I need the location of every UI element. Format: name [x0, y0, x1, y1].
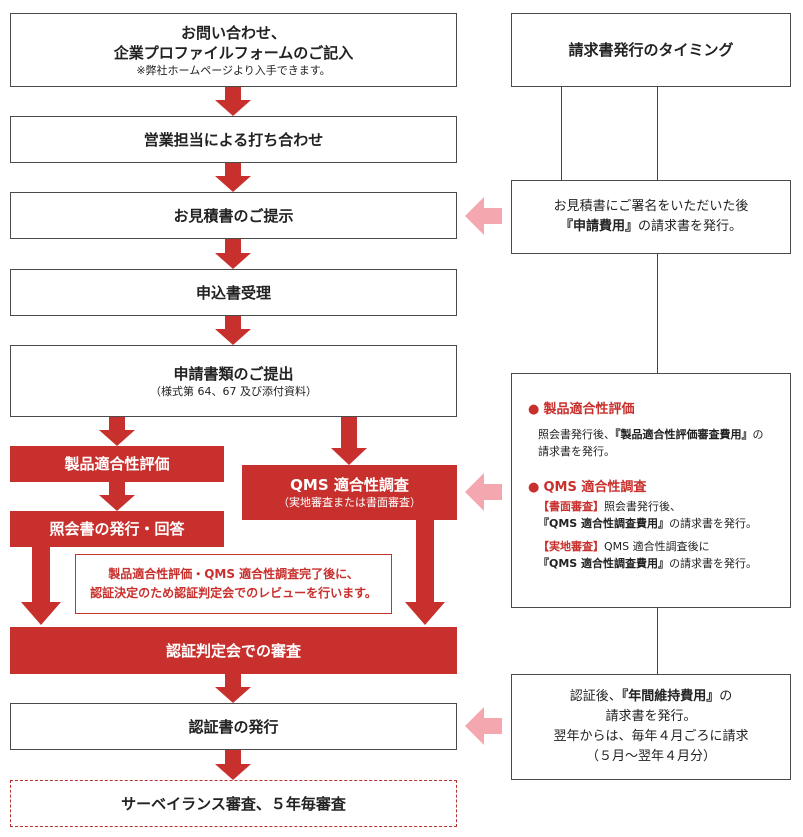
- qms-box: QMS 適合性調査 （実地審査または書面審査）: [242, 465, 457, 520]
- billing-qms-heading: ● QMS 適合性調査: [528, 478, 790, 498]
- surveillance-box: サーベイランス審査、５年毎審査: [10, 780, 457, 827]
- billing-site-line2: の請求書を発行。: [669, 557, 758, 570]
- inquiry-note: ※弊社ホームページより入手できます。: [136, 63, 331, 77]
- billing-connector: [657, 86, 658, 180]
- committee-box: 認証判定会での審査: [10, 627, 457, 674]
- product-eval-box: 製品適合性評価: [10, 446, 224, 482]
- billing-doc-line1: 照会書発行後、: [604, 500, 681, 513]
- down-arrow-icon: [99, 482, 135, 511]
- billing-cert-box: 認証後、『年間維持費用』の 請求書を発行。 翌年からは、毎年４月ごろに請求 （５…: [511, 674, 791, 780]
- left-arrow-icon: [465, 197, 502, 235]
- application-label: 申込書受理: [195, 283, 271, 302]
- billing-doc-text: 【書面審査】照会書発行後、 『QMS 適合性調査費用』の請求書を発行。: [528, 498, 790, 532]
- meeting-box: 営業担当による打ち合わせ: [10, 116, 457, 163]
- inquiry-line1: お問い合わせ、: [180, 23, 286, 42]
- down-arrow-icon: [99, 417, 135, 446]
- down-arrow-icon: [331, 417, 367, 465]
- billing-doc-label: 【書面審査】: [538, 500, 604, 513]
- down-arrow-icon: [405, 520, 445, 625]
- billing-product-line2: 請求書を発行。: [538, 445, 615, 458]
- inquiry-line2: 企業プロファイルフォームのご記入: [113, 43, 354, 62]
- billing-site-label: 【実地審査】: [538, 540, 604, 553]
- qms-note: （実地審査または書面審査）: [278, 496, 421, 509]
- billing-connector: [561, 86, 562, 180]
- billing-connector: [657, 607, 658, 674]
- billing-product-title: 製品適合性評価: [543, 402, 635, 417]
- inquiry-letter-label: 照会書の発行・回答: [49, 520, 185, 538]
- billing-quote-line1: お見積書にご署名をいただいた後: [553, 199, 749, 214]
- billing-cert-line4: （５月～翌年４月分）: [585, 749, 716, 764]
- review-note-line1: 製品適合性評価・QMS 適合性調査完了後に、: [108, 567, 359, 581]
- documents-note: （様式第 64、67 及び添付資料）: [150, 384, 317, 398]
- billing-doc-line2: の請求書を発行。: [669, 517, 758, 530]
- product-eval-label: 製品適合性評価: [64, 455, 170, 473]
- billing-cert-line1: 認証後、『年間維持費用』の: [570, 687, 733, 707]
- billing-site-fee: 『QMS 適合性調査費用』: [538, 557, 670, 570]
- application-box: 申込書受理: [10, 269, 457, 316]
- billing-connector: [657, 253, 658, 373]
- certificate-box: 認証書の発行: [10, 703, 457, 750]
- down-arrow-icon: [21, 547, 61, 625]
- billing-product-text: 照会書発行後、『製品適合性評価審査費用』の 請求書を発行。: [528, 426, 790, 460]
- down-arrow-icon: [215, 163, 251, 192]
- qms-title: QMS 適合性調査: [290, 476, 409, 494]
- billing-qms-title: QMS 適合性調査: [543, 480, 647, 495]
- left-arrow-icon: [465, 707, 502, 745]
- review-note-line2: 認証決定のため認証判定会でのレビューを行います。: [90, 586, 377, 600]
- documents-title: 申請書類のご提出: [173, 364, 294, 383]
- surveillance-label: サーベイランス審査、５年毎審査: [121, 794, 346, 813]
- billing-eval-box: ● 製品適合性評価 照会書発行後、『製品適合性評価審査費用』の 請求書を発行。 …: [511, 373, 791, 608]
- down-arrow-icon: [215, 87, 251, 116]
- down-arrow-icon: [215, 239, 251, 269]
- quote-box: お見積書のご提示: [10, 192, 457, 239]
- quote-label: お見積書のご提示: [173, 206, 294, 225]
- billing-quote-rest: の請求書を発行。: [638, 219, 743, 234]
- billing-site-text: 【実地審査】QMS 適合性調査後に 『QMS 適合性調査費用』の請求書を発行。: [528, 538, 790, 572]
- committee-label: 認証判定会での審査: [165, 641, 301, 660]
- billing-site-line1: QMS 適合性調査後に: [604, 540, 710, 553]
- billing-product-heading: ● 製品適合性評価: [528, 400, 790, 420]
- bullet-icon: ●: [528, 402, 540, 417]
- billing-product-pre: 照会書発行後、: [538, 428, 615, 441]
- down-arrow-icon: [215, 316, 251, 345]
- meeting-label: 営業担当による打ち合わせ: [143, 130, 324, 149]
- billing-quote-fee: 『申請費用』: [559, 219, 638, 234]
- billing-cert-line3: 翌年からは、毎年４月ごろに請求: [553, 729, 749, 744]
- bullet-icon: ●: [528, 480, 540, 495]
- documents-box: 申請書類のご提出 （様式第 64、67 及び添付資料）: [10, 345, 457, 417]
- down-arrow-icon: [215, 674, 251, 703]
- billing-product-fee: 『製品適合性評価審査費用』: [615, 428, 753, 441]
- inquiry-letter-box: 照会書の発行・回答: [10, 511, 224, 547]
- billing-header: 請求書発行のタイミング: [568, 41, 734, 59]
- billing-cert-pre: 認証後、: [569, 689, 622, 704]
- billing-cert-post: の: [719, 689, 733, 704]
- billing-product-post: の: [752, 428, 764, 441]
- left-arrow-icon: [465, 473, 502, 511]
- inquiry-box: お問い合わせ、 企業プロファイルフォームのご記入 ※弊社ホームページより入手でき…: [10, 13, 457, 87]
- billing-cert-line2: 請求書を発行。: [605, 709, 697, 724]
- review-note: 製品適合性評価・QMS 適合性調査完了後に、 認証決定のため認証判定会でのレビュ…: [75, 554, 392, 614]
- certificate-label: 認証書の発行: [188, 717, 279, 736]
- billing-header-box: 請求書発行のタイミング: [511, 13, 791, 87]
- billing-cert-fee: 『年間維持費用』: [621, 689, 720, 704]
- down-arrow-icon: [215, 750, 251, 780]
- billing-doc-fee: 『QMS 適合性調査費用』: [538, 517, 670, 530]
- billing-quote-line2: 『申請費用』の請求書を発行。: [560, 217, 742, 237]
- billing-quote-box: お見積書にご署名をいただいた後 『申請費用』の請求書を発行。: [511, 180, 791, 254]
